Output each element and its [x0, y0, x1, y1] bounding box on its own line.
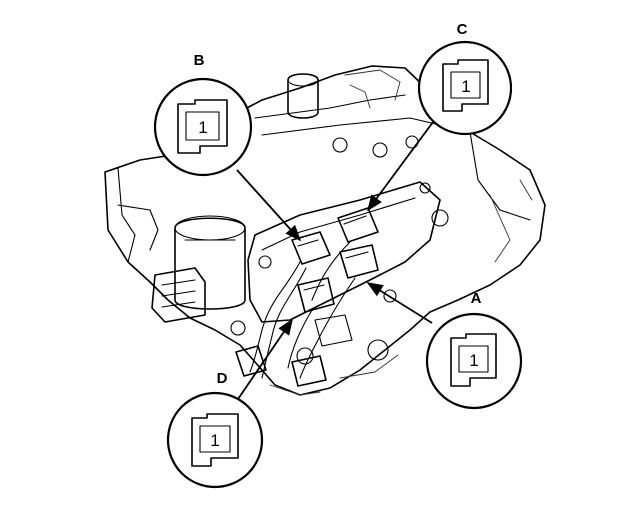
- connector-pin-d: 1: [210, 431, 219, 450]
- connector-pin-b: 1: [198, 118, 207, 137]
- connector-callout-c: C 1: [417, 21, 513, 136]
- connector-face-icon-d: [191, 413, 239, 467]
- connector-face-icon-b: [177, 99, 228, 154]
- connector-pin-c: 1: [461, 77, 470, 96]
- connector-label-c: C: [457, 21, 468, 38]
- leader-lines: [235, 121, 434, 403]
- connector-label-a: A: [471, 290, 482, 307]
- leader-line-c: [367, 121, 434, 212]
- connector-callout-b: B 1: [153, 52, 253, 177]
- leader-line-a: [366, 282, 433, 324]
- connector-face-icon-c: [442, 59, 489, 112]
- connector-pin-a: 1: [469, 351, 478, 370]
- connector-face-icon-a: [450, 333, 497, 387]
- leader-line-d: [235, 318, 293, 403]
- leader-line-b: [236, 169, 302, 242]
- connector-label-b: B: [194, 52, 205, 69]
- connector-callout-a: A 1: [425, 290, 523, 410]
- connector-label-d: D: [217, 370, 228, 387]
- connector-callout-d: D 1: [166, 370, 264, 489]
